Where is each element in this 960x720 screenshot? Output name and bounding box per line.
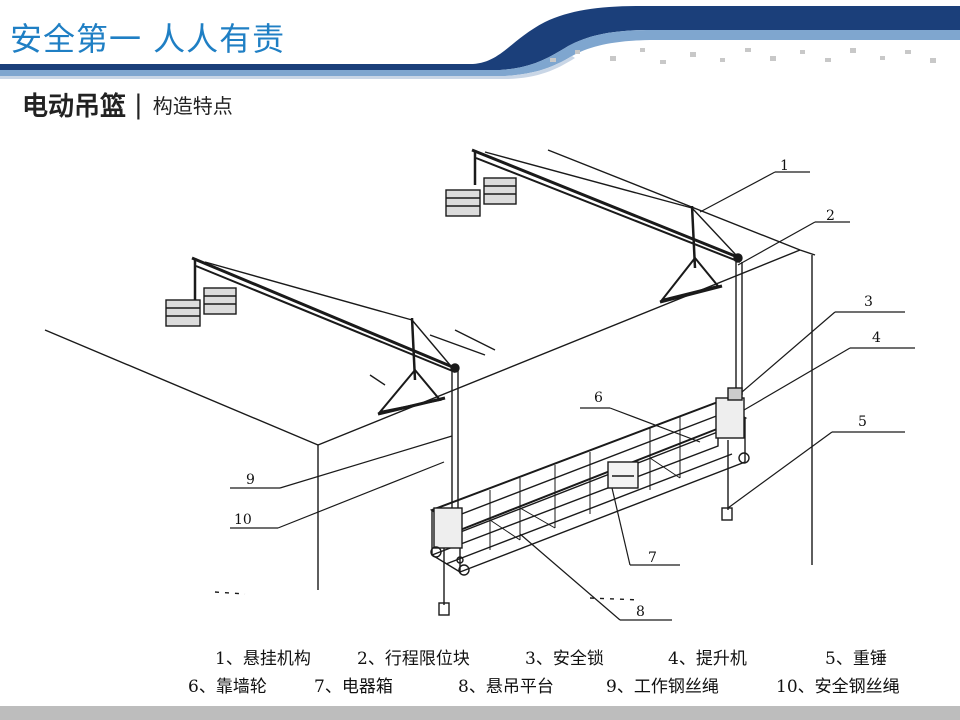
legend-item: 1、悬挂机构 [215,649,311,669]
callout-3: 3 [864,294,873,310]
header-title: 安全第一 人人有责 [10,20,286,58]
gondola-diagram: 1 2 3 4 5 6 7 8 9 10 [44,148,915,621]
legend-item: 7、电器箱 [314,677,393,697]
callout-6: 6 [594,390,603,406]
callout-4: 4 [872,330,881,346]
right-suspension-mechanism [445,148,743,304]
legend-item: 3、安全锁 [525,649,604,669]
section-subtitle: 构造特点 [152,94,233,118]
callout-8: 8 [636,604,645,620]
callout-5: 5 [858,414,867,430]
callout-2: 2 [826,208,835,224]
section-title: 电动吊篮 [22,92,127,122]
section-heading: 电动吊篮 | 构造特点 [22,86,233,123]
legend-row-1: 1、悬挂机构 2、行程限位块 3、安全锁 4、提升机 5、重锤 [0,644,960,669]
callout-7: 7 [648,550,657,566]
legend-item: 10、安全钢丝绳 [776,677,900,697]
callout-1: 1 [780,158,789,174]
legend-item: 4、提升机 [668,649,747,669]
legend-row-2: 6、靠墙轮 7、电器箱 8、悬吊平台 9、工作钢丝绳 10、安全钢丝绳 [0,672,960,697]
building-outline [44,149,816,601]
legend-item: 9、工作钢丝绳 [606,677,719,697]
legend-item: 8、悬吊平台 [458,677,554,697]
header-band [0,6,960,79]
suspended-platform [429,387,750,576]
callout-leaders [230,171,915,621]
legend-item: 6、靠墙轮 [188,677,267,697]
footer-bar [0,706,960,720]
left-suspension-mechanism [165,256,496,416]
legend-item: 5、重锤 [825,649,887,669]
callout-9: 9 [246,472,255,488]
section-separator: | [134,89,143,120]
callout-10: 10 [234,512,252,528]
legend-item: 2、行程限位块 [357,649,470,669]
